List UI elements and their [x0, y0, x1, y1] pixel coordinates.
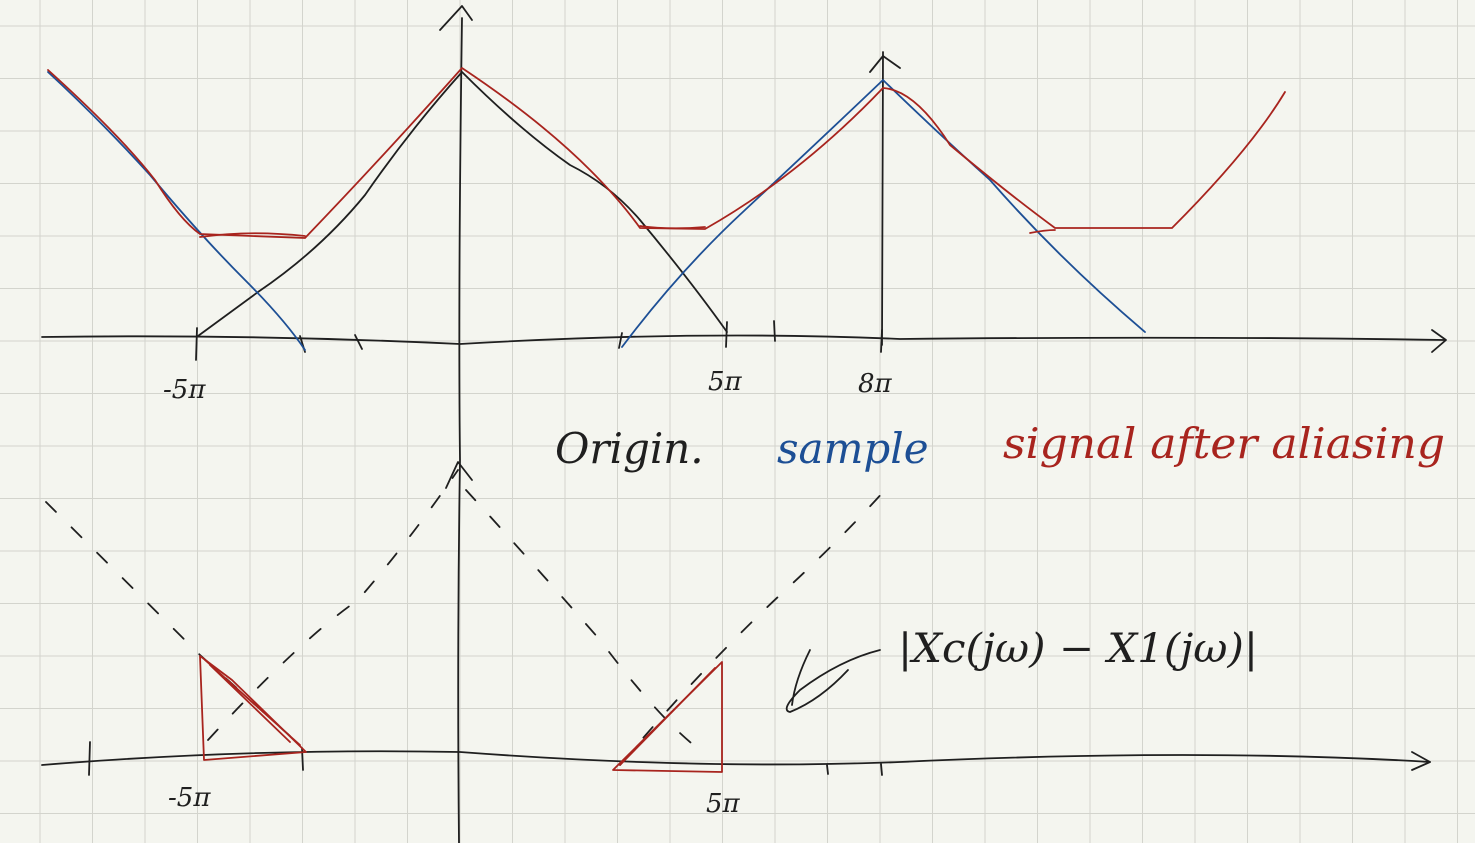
top-y-axis-arrowhead	[439, 5, 473, 31]
origin-spectrum-curve	[197, 71, 728, 337]
legend-sample: sample	[777, 424, 929, 473]
bottom-tick-label-neg-5pi: -5π	[168, 783, 211, 813]
vertical-line-8pi	[881, 51, 884, 346]
legend-origin: Origin.	[555, 424, 704, 473]
bottom-plot: -5π 5π |Xc(jω) − X1(jω)|	[41, 461, 1431, 819]
error-magnitude-annotation: |Xc(jω) − X1(jω)|	[898, 626, 1258, 672]
tick-neg-5pi	[195, 327, 198, 361]
top-tick-label-8pi: 8π	[858, 369, 893, 399]
aliased-signal-segment-right	[1029, 229, 1056, 234]
dashed-replica-center-right	[465, 489, 701, 751]
bottom-x-axis-arrowhead	[1411, 751, 1431, 771]
sample-replica-left	[47, 71, 306, 351]
tick-3pi	[618, 332, 623, 349]
error-region-left	[199, 655, 307, 761]
top-tick-label-neg-5pi: -5π	[163, 375, 206, 405]
error-region-left-hatch	[204, 659, 301, 746]
dashed-replica-right	[619, 489, 886, 766]
vertical-axis	[457, 17, 463, 843]
bottom-tick-neg-7pi	[88, 741, 91, 776]
dashed-replica-left	[45, 501, 301, 746]
bottom-tick-neg-3pi	[301, 747, 304, 771]
vertical-line-8pi-arrowhead	[869, 55, 901, 73]
annotation-arrow	[785, 649, 881, 713]
top-plot: -5π 5π 8π Origin. sample signal after al…	[41, 5, 1447, 843]
top-x-axis-arrowhead	[1431, 329, 1447, 353]
tick-8pi	[880, 329, 883, 353]
bottom-tick-7pi	[826, 764, 829, 775]
tick-neg-2pi	[354, 334, 363, 350]
error-region-right-hatch	[619, 667, 716, 766]
bottom-tick-label-5pi: 5π	[706, 789, 741, 819]
top-x-axis	[41, 334, 1446, 345]
aliased-signal-segment-left	[199, 232, 306, 238]
aliased-signal-segment-mid	[639, 225, 706, 230]
bottom-y-axis-arrowhead	[445, 461, 473, 489]
bottom-tick-8pi	[880, 763, 883, 776]
aliased-signal-curve	[47, 67, 1286, 239]
tick-5pi	[725, 321, 728, 348]
dashed-replica-center-left	[207, 469, 459, 741]
sample-replica-right	[621, 79, 1146, 348]
tick-6pi	[773, 320, 776, 342]
legend-aliased: signal after aliasing	[1003, 419, 1445, 468]
top-tick-label-5pi: 5π	[708, 367, 743, 397]
